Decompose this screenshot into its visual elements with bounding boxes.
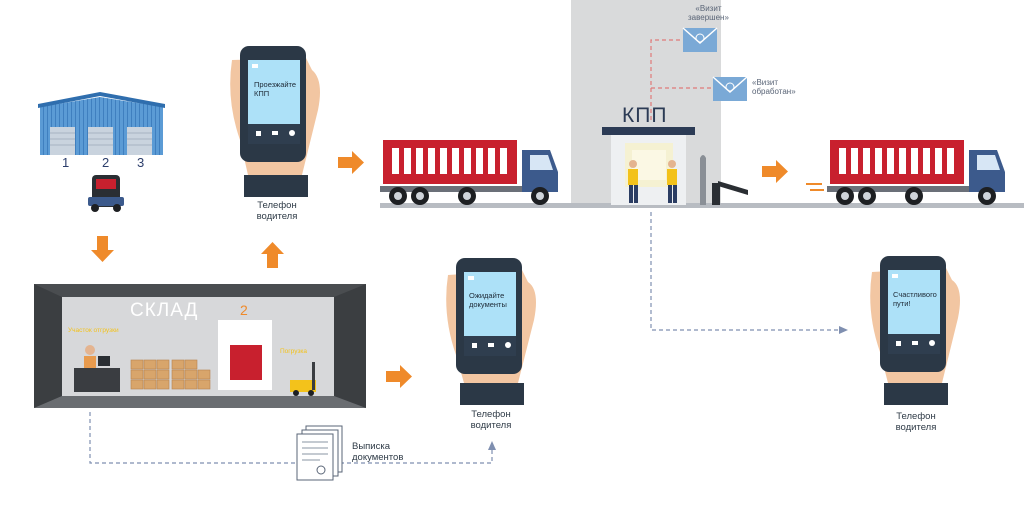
envelope-icon (712, 76, 748, 101)
arrow-right-icon (338, 151, 364, 174)
envelope-icon (682, 27, 718, 52)
road (380, 203, 1024, 208)
truck-arriving (380, 140, 558, 205)
phone-hand-2 (446, 258, 536, 405)
gate-number: 3 (137, 155, 145, 170)
arrow-up-icon (261, 242, 284, 268)
phone-hand-1 (230, 46, 320, 197)
arrow-right-icon (762, 160, 788, 183)
sklad-title: СКЛАД (130, 300, 199, 321)
dashed-connectors (89, 39, 843, 464)
gate-number: 2 (102, 155, 110, 170)
phone-hand-3 (870, 256, 960, 405)
gate-number: 1 (62, 155, 70, 170)
zone-shipping-label: Участок отгрузки (68, 327, 119, 334)
zone-loading-label: Погрузка (280, 348, 308, 355)
dashed-arrowhead-icon (839, 326, 848, 334)
barrier-gate (700, 155, 748, 205)
arrow-down-icon (91, 236, 114, 262)
small-truck-front-icon (88, 175, 124, 212)
documents-icon (296, 425, 343, 481)
warehouse-building-icon (38, 92, 165, 155)
warehouse-interior (34, 284, 366, 408)
sklad-gate-number: 2 (240, 302, 248, 318)
dashed-arrowhead-icon (488, 441, 496, 450)
truck-departing (806, 140, 1005, 205)
arrow-right-icon (386, 365, 412, 388)
flow-arrows (91, 151, 788, 388)
checkpoint-title: КПП (622, 104, 668, 127)
guard-figures (628, 160, 677, 203)
checkpoint-building (602, 127, 695, 205)
